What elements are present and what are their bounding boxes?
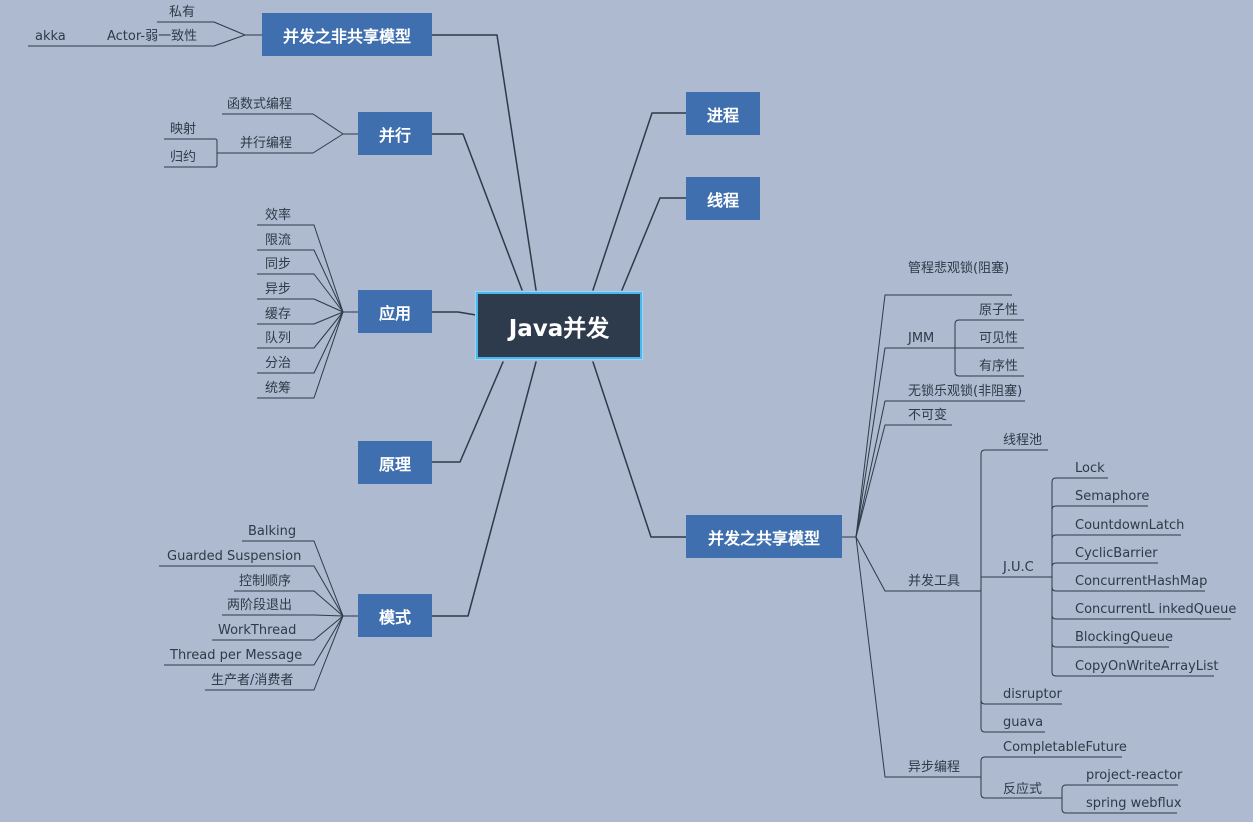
label-reduce[interactable]: 归约: [170, 150, 197, 165]
label-private[interactable]: 私有: [169, 5, 196, 20]
label-jmm-item[interactable]: 可见性: [979, 331, 1019, 346]
label-app-item[interactable]: 同步: [265, 257, 292, 272]
label-pattern-item[interactable]: Thread per Message: [170, 648, 303, 663]
label-jmm[interactable]: JMM: [908, 331, 935, 346]
label-app-item[interactable]: 限流: [265, 233, 292, 248]
label-pattern-item[interactable]: 两阶段退出: [227, 598, 293, 613]
label-app-item[interactable]: 统筹: [265, 381, 292, 396]
label-pattern-item[interactable]: Balking: [248, 524, 297, 539]
topic-pattern[interactable]: 模式: [358, 594, 432, 637]
label-concurrency-tools[interactable]: 并发工具: [908, 574, 961, 589]
label-guava[interactable]: guava: [1003, 715, 1044, 730]
topic-parallel[interactable]: 并行: [358, 112, 432, 155]
label-monitor-lock[interactable]: 管程悲观锁(阻塞): [908, 261, 1010, 276]
topic-application[interactable]: 应用: [358, 290, 432, 333]
label-akka[interactable]: akka: [35, 29, 66, 44]
label-parallel-programming[interactable]: 并行编程: [240, 136, 293, 151]
label-jmm-item[interactable]: 有序性: [979, 359, 1019, 374]
label-lockfree[interactable]: 无锁乐观锁(非阻塞): [908, 384, 1023, 399]
label-app-item[interactable]: 效率: [265, 208, 292, 223]
topic-shared-model[interactable]: 并发之共享模型: [686, 515, 842, 558]
label-juc-item[interactable]: CountdownLatch: [1075, 518, 1185, 533]
label-app-item[interactable]: 缓存: [265, 307, 292, 322]
label-completablefuture[interactable]: CompletableFuture: [1003, 740, 1127, 755]
label-functional-programming[interactable]: 函数式编程: [227, 97, 293, 112]
label-reactive-item[interactable]: project-reactor: [1086, 768, 1183, 783]
label-app-item[interactable]: 队列: [265, 331, 292, 346]
topic-unshared-model[interactable]: 并发之非共享模型: [262, 13, 432, 56]
topic-process[interactable]: 进程: [686, 92, 760, 135]
label-juc-item[interactable]: BlockingQueue: [1075, 630, 1173, 645]
label-disruptor[interactable]: disruptor: [1003, 687, 1062, 702]
label-juc[interactable]: J.U.C: [1003, 560, 1034, 575]
label-juc-item[interactable]: Semaphore: [1075, 489, 1150, 504]
label-juc-item[interactable]: CyclicBarrier: [1075, 546, 1158, 561]
label-immutable[interactable]: 不可变: [908, 408, 948, 423]
label-threadpool[interactable]: 线程池: [1003, 433, 1043, 448]
label-juc-item[interactable]: ConcurrentHashMap: [1075, 574, 1208, 589]
topic-thread[interactable]: 线程: [686, 177, 760, 220]
label-reactive-item[interactable]: spring webflux: [1086, 796, 1182, 811]
label-pattern-item[interactable]: WorkThread: [218, 623, 297, 638]
label-pattern-item[interactable]: 控制顺序: [239, 574, 292, 589]
label-pattern-item[interactable]: Guarded Suspension: [167, 549, 302, 564]
label-map[interactable]: 映射: [170, 122, 197, 137]
label-juc-item[interactable]: CopyOnWriteArrayList: [1075, 659, 1219, 674]
label-app-item[interactable]: 分治: [265, 356, 292, 371]
label-actor[interactable]: Actor-弱一致性: [107, 29, 198, 44]
root-topic[interactable]: Java并发: [476, 292, 642, 359]
label-pattern-item[interactable]: 生产者/消费者: [211, 673, 294, 688]
label-juc-item[interactable]: Lock: [1075, 461, 1105, 476]
label-reactive[interactable]: 反应式: [1003, 782, 1043, 797]
topic-principle[interactable]: 原理: [358, 441, 432, 484]
label-juc-item[interactable]: ConcurrentL inkedQueue: [1075, 602, 1237, 617]
label-jmm-item[interactable]: 原子性: [979, 303, 1019, 318]
label-async-programming[interactable]: 异步编程: [908, 760, 961, 775]
label-app-item[interactable]: 异步: [265, 282, 292, 297]
